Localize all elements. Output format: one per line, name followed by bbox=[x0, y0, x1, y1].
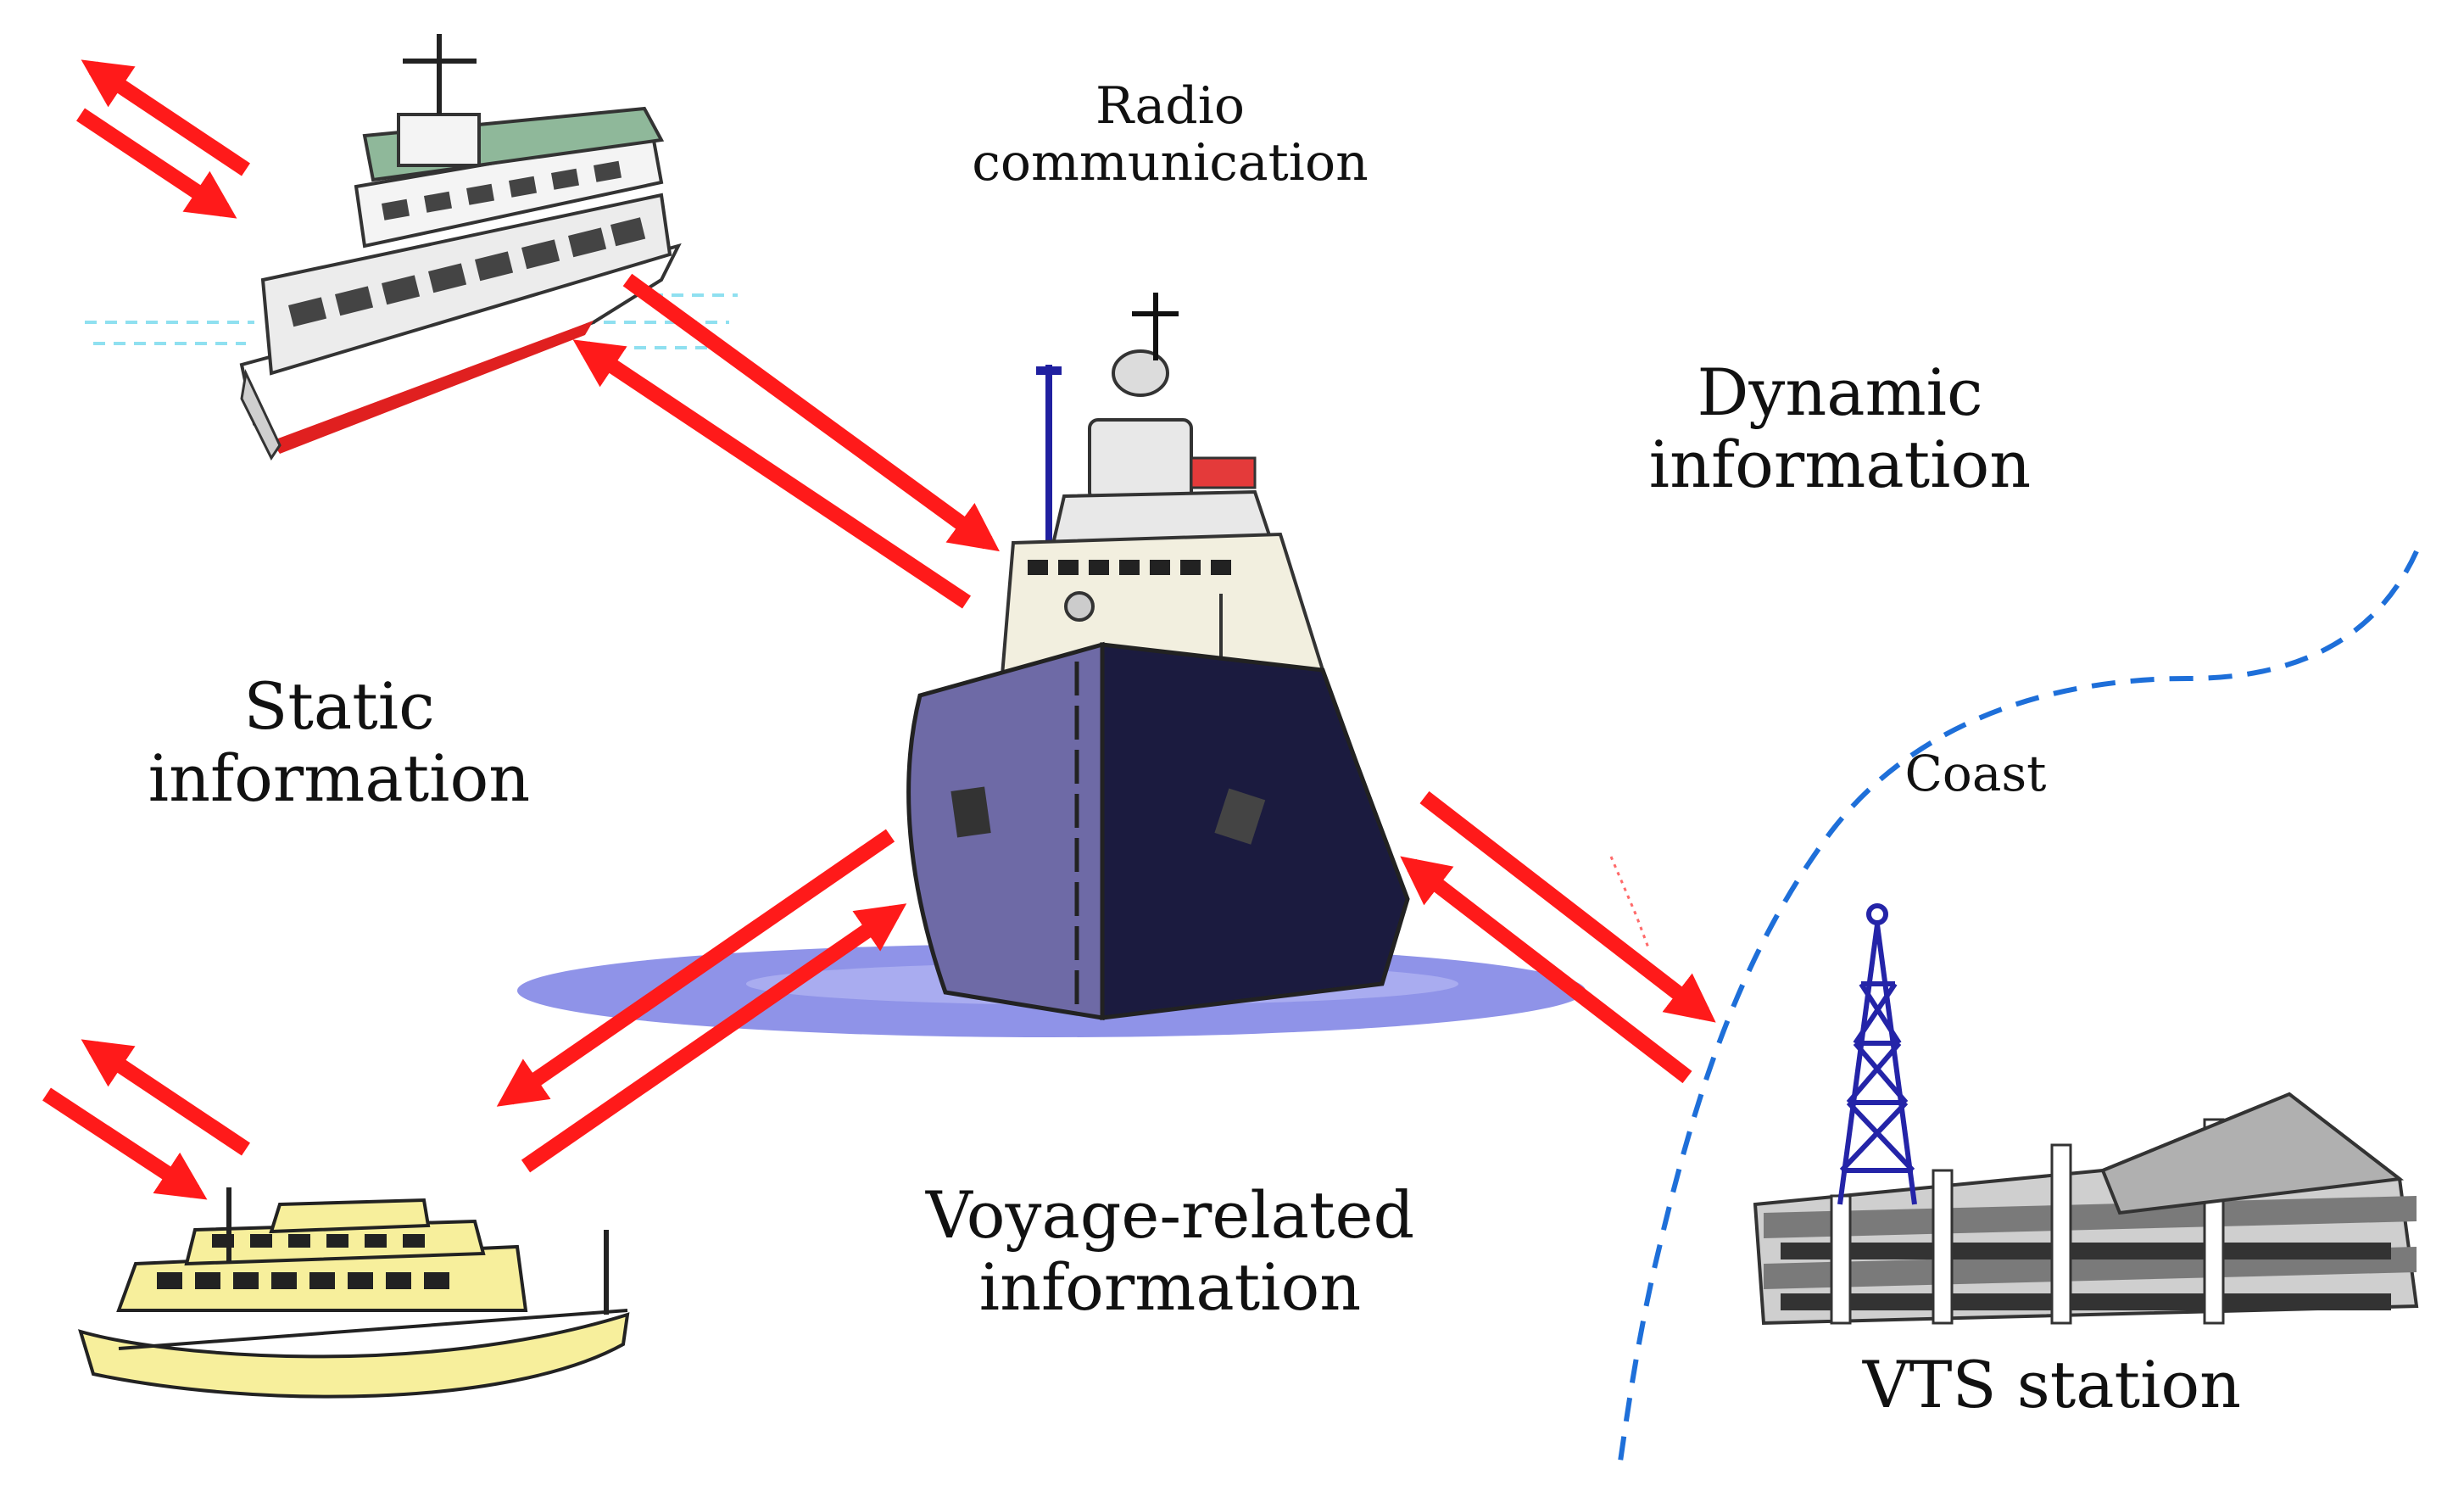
arrow-ferry-out bbox=[81, 59, 250, 176]
label-dynamic-line2: information bbox=[1648, 427, 2032, 503]
arrows bbox=[42, 59, 1716, 1200]
label-radio-line1: Radio bbox=[1095, 76, 1246, 136]
arrow-yacht-to-ship bbox=[521, 903, 907, 1173]
arrow-ship-to-yacht bbox=[496, 829, 895, 1107]
radio-wave-trace bbox=[1609, 856, 1651, 951]
arrow-ship-to-vts bbox=[1419, 790, 1716, 1023]
label-static-information: Static information bbox=[93, 670, 585, 814]
label-vts-station: VTS station bbox=[1862, 1347, 2242, 1422]
main-ship-icon bbox=[906, 293, 1410, 1020]
coast-line bbox=[1617, 550, 2419, 1468]
label-static-line2: information bbox=[148, 740, 531, 817]
arrow-yacht-in bbox=[42, 1087, 208, 1200]
label-radio-line2: communication bbox=[972, 133, 1369, 193]
label-dynamic-information: Dynamic information bbox=[1569, 356, 2111, 500]
arrow-ferry-in bbox=[76, 108, 237, 219]
arrow-yacht-out bbox=[81, 1039, 250, 1156]
label-voyage-line1: Voyage-related bbox=[925, 1177, 1415, 1253]
label-coast: Coast bbox=[1904, 745, 2047, 802]
vts-building-icon bbox=[1753, 1092, 2419, 1326]
label-static-line1: Static bbox=[243, 668, 435, 744]
arrow-vts-to-ship bbox=[1400, 856, 1692, 1084]
arrow-ferry-to-ship bbox=[622, 273, 1000, 552]
label-dynamic-line1: Dynamic bbox=[1697, 355, 1983, 430]
white-ferry-icon bbox=[85, 34, 738, 461]
label-radio-communication: Radio communication bbox=[916, 76, 1424, 193]
radio-tower-icon bbox=[1837, 903, 1917, 1205]
label-voyage-line2: information bbox=[978, 1249, 1362, 1326]
arrow-ship-to-ferry bbox=[572, 339, 971, 609]
yellow-yacht-icon bbox=[78, 1187, 630, 1399]
label-voyage-related-information: Voyage-related information bbox=[873, 1179, 1467, 1323]
